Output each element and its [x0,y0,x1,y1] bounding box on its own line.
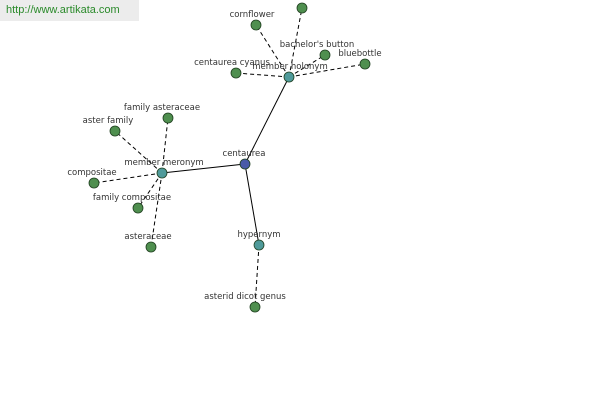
node-hypernym[interactable]: hypernym [237,230,281,251]
node-dot-unlabeled-top[interactable] [296,2,308,14]
node-aster-family[interactable]: aster family [83,116,134,137]
node-family-compositae[interactable]: family compositae [93,193,171,214]
node-dot-compositae[interactable] [88,177,100,189]
node-label-cornflower: cornflower [230,10,275,20]
node-dot-aster-family[interactable] [109,125,121,137]
edge-hypernym-asterid-dicot-genus [254,244,260,308]
node-label-centaurea: centaurea [223,149,266,159]
edge-member-holonym-bachelors-button [288,54,326,78]
node-dot-bachelors-button[interactable] [319,49,331,61]
node-dot-asterid-dicot-genus[interactable] [249,301,261,313]
node-label-asteraceae: asteraceae [124,232,171,242]
node-asterid-dicot-genus[interactable]: asterid dicot genus [204,292,286,313]
node-label-member-meronym: member meronym [124,158,203,168]
node-label-member-holonym: member holonym [252,62,327,72]
node-label-bluebottle: bluebottle [338,49,381,59]
node-dot-centaurea-cyanus[interactable] [230,67,242,79]
node-centaurea[interactable]: centaurea [223,149,266,170]
node-family-asteraceae[interactable]: family asteraceae [124,103,200,124]
node-dot-family-asteraceae[interactable] [162,112,174,124]
node-dot-member-meronym[interactable] [156,167,168,179]
edge-member-holonym-bluebottle [288,63,366,78]
node-centaurea-cyanus[interactable]: centaurea cyanus [194,58,270,79]
edge-centaurea-member-meronym [161,163,246,174]
node-dot-asteraceae[interactable] [145,241,157,253]
node-label-centaurea-cyanus: centaurea cyanus [194,58,270,68]
nodes-layer: centaurea member holonym member meronym hyp… [67,2,382,313]
node-dot-cornflower[interactable] [250,19,262,31]
edge-centaurea-hypernym [244,163,260,246]
node-label-compositae: compositae [67,168,116,178]
node-label-aster-family: aster family [83,116,134,126]
edge-member-meronym-aster-family [114,130,163,174]
node-label-bachelors-button: bachelor's button [280,40,354,50]
node-asteraceae[interactable]: asteraceae [124,232,172,253]
edge-centaurea-member-holonym [244,76,290,165]
edge-member-holonym-unlabeled-top [288,7,303,78]
node-label-family-asteraceae: family asteraceae [124,103,200,113]
edge-member-meronym-family-asteraceae [161,117,169,174]
edge-member-meronym-family-compositae [137,172,163,209]
node-dot-bluebottle[interactable] [359,58,371,70]
edge-member-meronym-asteraceae [150,172,163,248]
watermark-url[interactable]: http://www.artikata.com [0,0,139,21]
node-cornflower[interactable]: cornflower [230,10,275,31]
edge-member-meronym-compositae [93,172,163,184]
node-label-asterid-dicot-genus: asterid dicot genus [204,292,286,302]
node-member-holonym[interactable]: member holonym [252,62,328,83]
node-bachelors-button[interactable]: bachelor's button [280,40,354,61]
node-compositae[interactable]: compositae [67,168,117,189]
node-dot-member-holonym[interactable] [283,71,295,83]
edge-member-holonym-centaurea-cyanus [235,72,290,78]
node-dot-hypernym[interactable] [253,239,265,251]
edges-layer [93,7,366,308]
node-dot-centaurea[interactable] [239,158,251,170]
node-member-meronym[interactable]: member meronym [124,158,204,179]
node-dot-family-compositae[interactable] [132,202,144,214]
node-label-hypernym: hypernym [237,230,280,240]
node-unlabeled-top[interactable] [296,2,308,14]
edge-member-holonym-cornflower [255,24,290,78]
node-bluebottle[interactable]: bluebottle [338,49,382,70]
node-label-family-compositae: family compositae [93,193,171,203]
